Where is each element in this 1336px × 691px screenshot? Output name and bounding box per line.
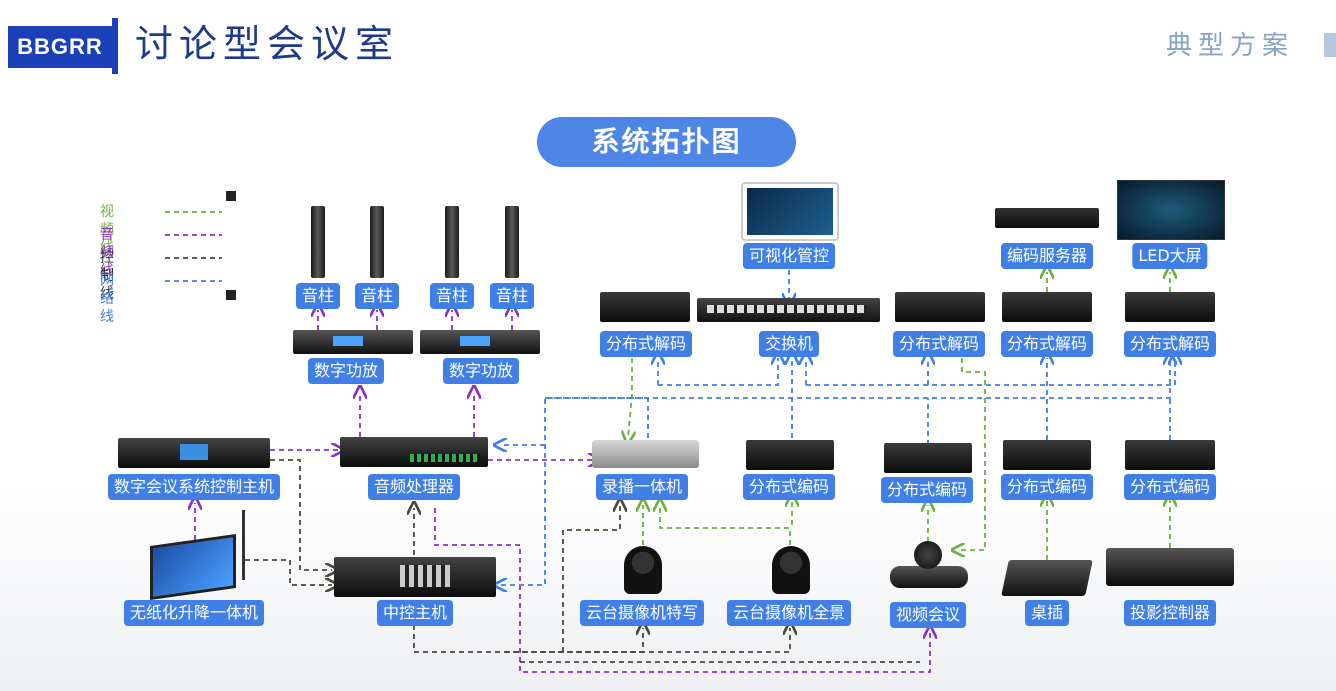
projector-controller-device [1106, 548, 1234, 586]
label-amp-1: 数字功放 [307, 358, 385, 384]
label-videoconf: 视频会议 [889, 602, 967, 628]
label-decoder-1: 分布式解码 [599, 331, 693, 357]
decoder-device-4 [1125, 292, 1215, 322]
subtitle-bar [1324, 33, 1336, 57]
recorder-device [592, 440, 699, 468]
legend-marker-top [226, 191, 236, 201]
label-led-screen: LED大屏 [1132, 243, 1208, 269]
decoder-device-1 [600, 292, 690, 322]
conference-host-device [118, 438, 270, 468]
label-visual-control: 可视化管控 [742, 243, 836, 269]
audio-processor-device [340, 437, 488, 467]
legend-audio: 音频线 [100, 227, 114, 279]
label-camera-closeup: 云台摄像机特写 [579, 600, 705, 626]
page-title: 讨论型会议室 [135, 22, 400, 66]
brand-bar [112, 18, 118, 74]
speaker-column-2 [370, 206, 384, 278]
legend-video: 视频线 [100, 204, 114, 256]
legend-marker-bottom [226, 290, 236, 300]
videoconf-device [890, 566, 968, 588]
label-speaker-3: 音柱 [429, 283, 475, 309]
label-decoder-2: 分布式解码 [892, 331, 986, 357]
label-camera-panorama: 云台摄像机全景 [726, 600, 852, 626]
label-conference-host: 数字会议系统控制主机 [107, 474, 281, 500]
legend-control: 控制线 [100, 250, 114, 302]
label-speaker-1: 音柱 [295, 283, 341, 309]
speaker-column-3 [445, 206, 459, 278]
label-speaker-2: 音柱 [354, 283, 400, 309]
encoder-device-3 [1003, 440, 1091, 470]
ptz-camera-closeup [624, 546, 662, 594]
label-decoder-3: 分布式解码 [1000, 331, 1094, 357]
label-amp-2: 数字功放 [442, 358, 520, 384]
label-speaker-4: 音柱 [489, 283, 535, 309]
videoconf-camera [914, 541, 942, 569]
encoder-device-4 [1125, 440, 1215, 470]
label-encoder-4: 分布式编码 [1123, 474, 1217, 500]
central-control-device [334, 557, 496, 597]
encode-server-device [995, 208, 1099, 228]
desk-socket-device [1001, 560, 1093, 596]
label-switch: 交换机 [758, 331, 820, 357]
decoder-device-3 [1002, 292, 1092, 322]
decoder-device-2 [895, 292, 985, 322]
visual-control-tablet [741, 182, 839, 241]
label-desk-socket: 桌插 [1024, 600, 1070, 626]
label-decoder-4: 分布式解码 [1123, 331, 1217, 357]
speaker-column-4 [505, 206, 519, 278]
label-encoder-1: 分布式编码 [742, 474, 836, 500]
speaker-column-1 [311, 206, 325, 278]
led-screen-device [1117, 180, 1225, 240]
label-audio-processor: 音频处理器 [367, 474, 461, 500]
label-encoder-3: 分布式编码 [1000, 474, 1094, 500]
label-recorder: 录播一体机 [595, 474, 689, 500]
encoder-device-1 [746, 440, 834, 470]
page-subtitle: 典型方案 [1166, 31, 1295, 61]
label-paperless: 无纸化升降一体机 [123, 600, 265, 626]
encoder-device-2 [884, 443, 972, 473]
ptz-camera-panorama [772, 546, 810, 594]
network-switch [697, 298, 880, 322]
brand-logo: BBGRR [8, 26, 112, 68]
label-encoder-2: 分布式编码 [880, 477, 974, 503]
label-central-control: 中控主机 [376, 600, 454, 626]
legend-network: 网络线 [100, 273, 114, 325]
label-encode-server: 编码服务器 [1000, 243, 1094, 269]
amplifier-device-1 [293, 330, 413, 354]
paperless-mic [242, 510, 245, 580]
label-projector-controller: 投影控制器 [1123, 600, 1217, 626]
amplifier-device-2 [420, 330, 540, 354]
diagram-heading: 系统拓扑图 [537, 117, 796, 167]
